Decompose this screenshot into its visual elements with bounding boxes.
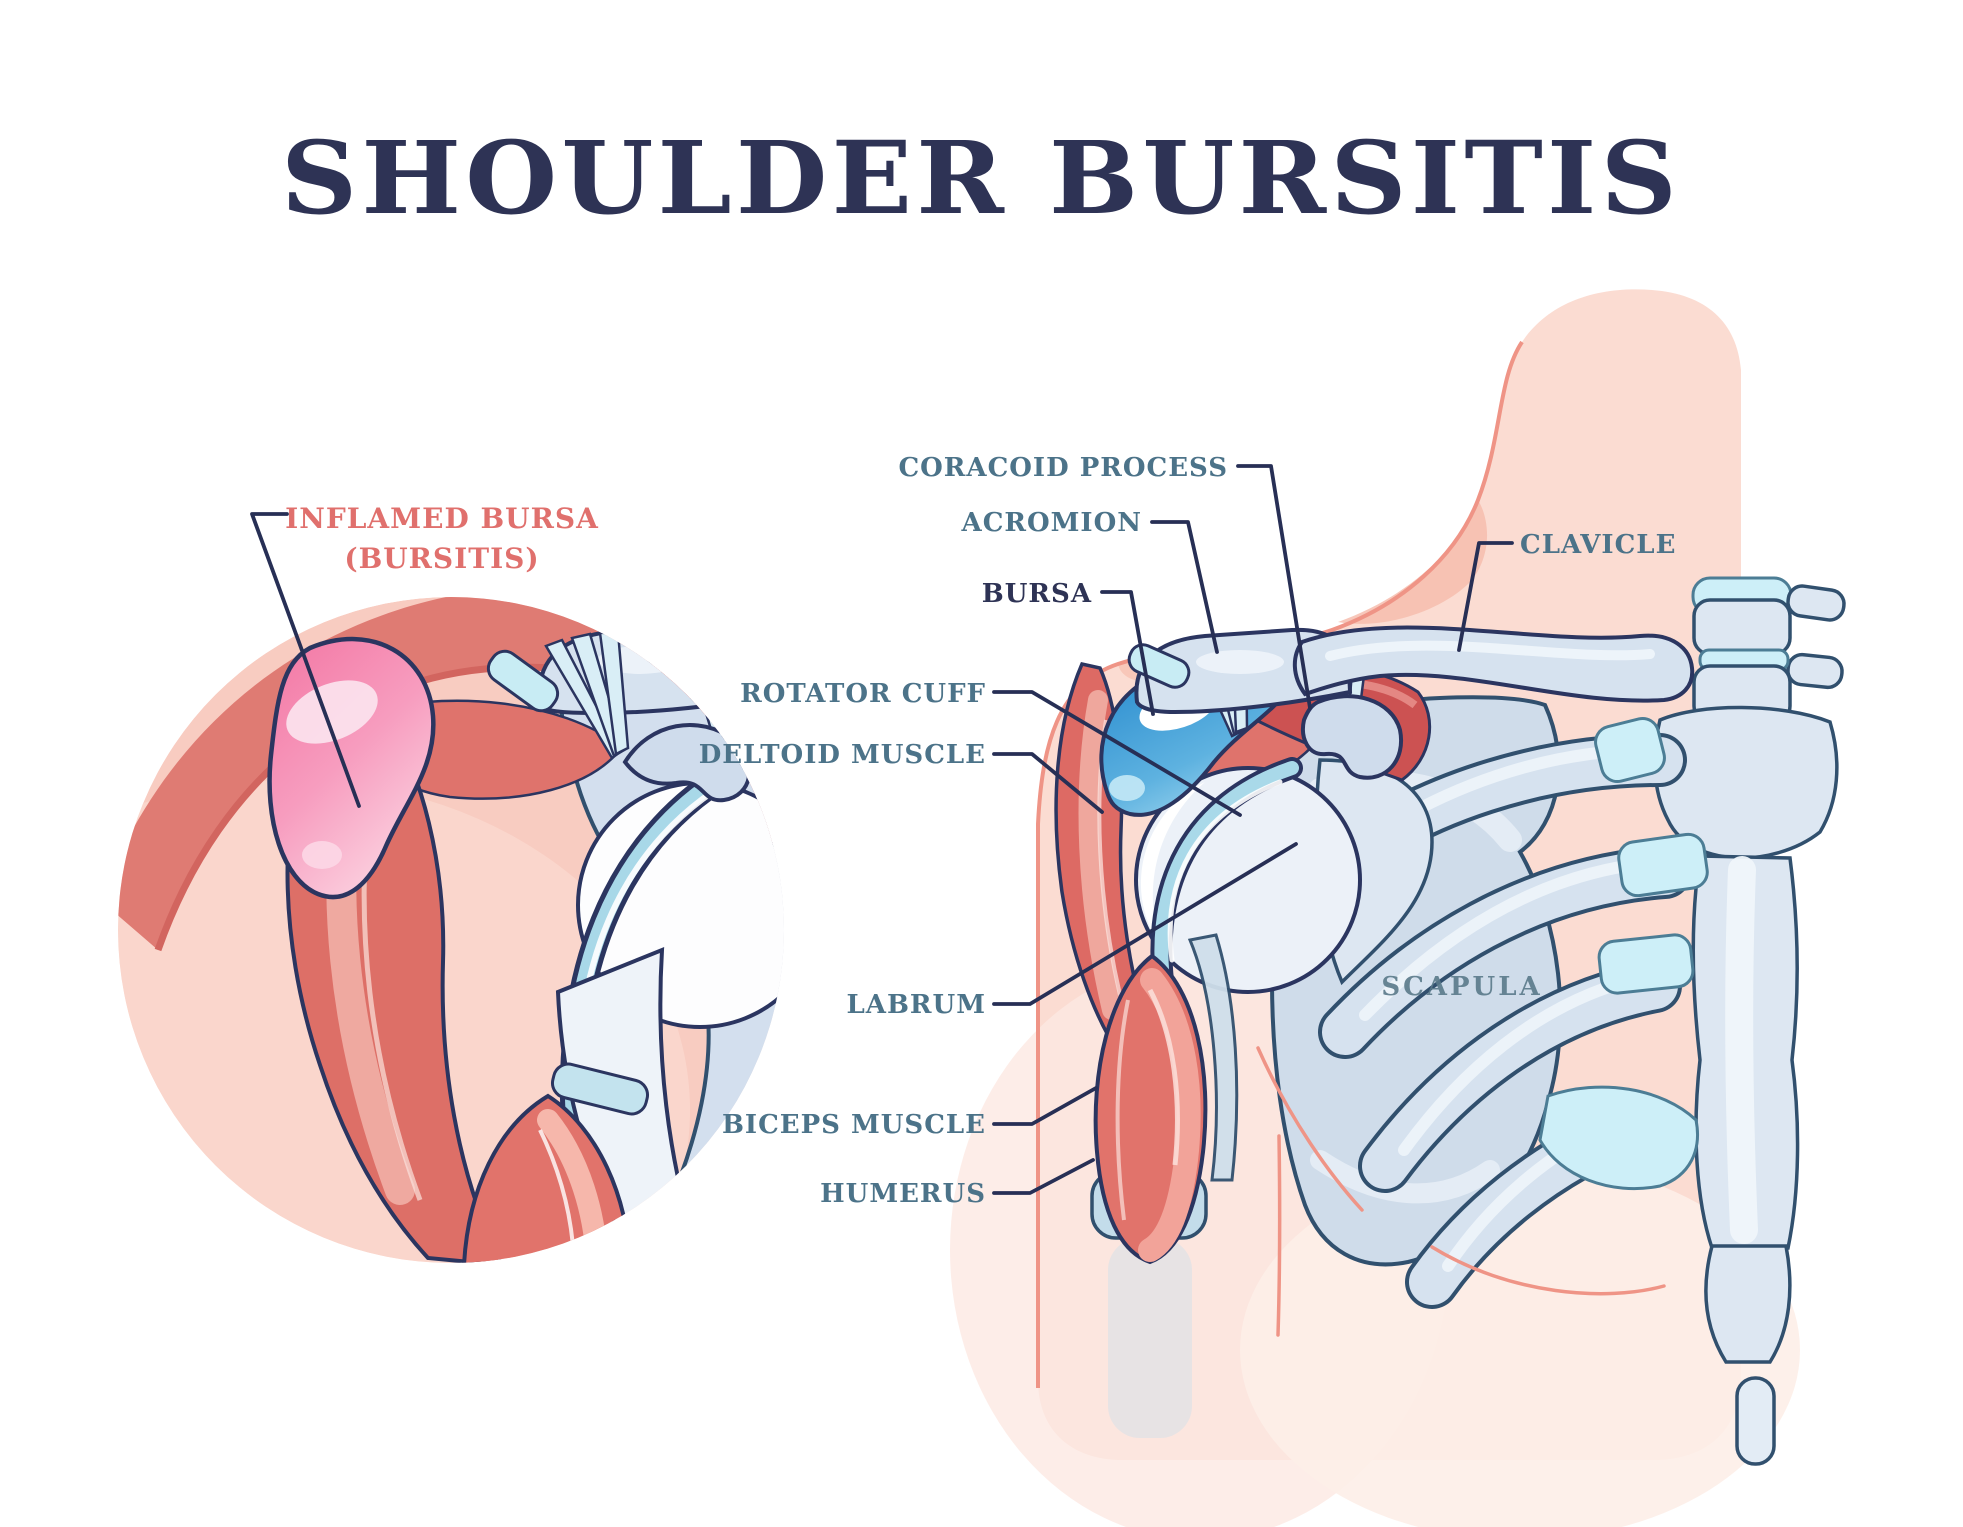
deltoid-muscle-leader-line — [992, 752, 1104, 814]
acromion-leader-line — [1150, 520, 1219, 654]
neck-shade — [1338, 500, 1488, 624]
biceps-streak-1 — [1147, 988, 1180, 1166]
bursa-glow — [1109, 775, 1145, 801]
labrum-band — [1154, 761, 1299, 1003]
inflamed-bursa-label-line1: INFLAMED BURSA — [285, 502, 599, 535]
glenoid-crescent — [1140, 782, 1205, 950]
rib-cartilage-3 — [1597, 933, 1695, 995]
shoulder-joint — [1054, 625, 1695, 1055]
vertebra-wing-2 — [1786, 652, 1844, 690]
rib-cartilage-4 — [1538, 1085, 1699, 1191]
upper-arm — [1090, 933, 1239, 1438]
labrum-leader-line — [992, 842, 1298, 1006]
acromion-label: ACROMION — [961, 508, 1142, 538]
inset-inflamed-bursa-glow — [302, 841, 342, 869]
bursa-label: BURSA — [982, 579, 1092, 609]
scapula-label: SCAPULA — [1381, 972, 1542, 1002]
rib-cartilage-1 — [1594, 716, 1666, 784]
rib-cartilage-2 — [1617, 832, 1709, 898]
biceps-muscle-leader-line — [992, 1086, 1098, 1126]
biceps-streak-2 — [1115, 999, 1130, 1221]
scapula-highlight-2 — [1310, 1150, 1500, 1204]
labrum-label: LABRUM — [847, 990, 987, 1020]
armpit-crease-2 — [1276, 1134, 1282, 1337]
clavicle-highlight — [1325, 640, 1655, 661]
coracoid-process-leader-line — [1236, 464, 1312, 710]
biceps-inner — [1138, 968, 1201, 1262]
bursa-leader-line — [1100, 590, 1155, 716]
vertebra-wing-1 — [1786, 584, 1846, 622]
inset-callout-leader-line — [250, 512, 361, 808]
biceps-muscle-label: BICEPS MUSCLE — [722, 1110, 986, 1140]
page-title: SHOULDER BURSITIS — [281, 119, 1681, 237]
rib-cage — [1313, 716, 1709, 1309]
spine-highlight — [1725, 856, 1758, 1244]
spine-tail — [1735, 1376, 1776, 1466]
inset-coracoid-bone — [622, 723, 752, 803]
inset-illustration: INFLAMED BURSA (BURSITIS) — [118, 502, 784, 1263]
spine — [1653, 576, 1846, 1466]
inset-ligament-strip — [486, 649, 560, 713]
humerus-label: HUMERUS — [820, 1179, 986, 1209]
coracoid-process-label: CORACOID PROCESS — [898, 453, 1228, 483]
inset-tendon-sheath — [550, 1062, 650, 1116]
humerus-leader-line — [992, 1158, 1095, 1195]
humerus-bone — [1108, 1238, 1192, 1438]
biceps-tendon-band — [1187, 933, 1239, 1182]
clavicle-leader-line — [1457, 541, 1514, 652]
inflamed-bursa-label-line2: (BURSITIS) — [344, 542, 539, 575]
deltoid-inner — [1078, 690, 1122, 1020]
labrum-sheen — [1167, 779, 1283, 963]
inset-inflamed-bursa-highlight — [286, 680, 378, 744]
sacrum — [1704, 1244, 1792, 1364]
back-crease — [1430, 1245, 1666, 1296]
rib-2 — [1318, 845, 1692, 1059]
armpit-crease-1 — [1256, 1046, 1364, 1212]
clavicle-label: CLAVICLE — [1520, 530, 1676, 560]
coracoid-process-bone — [1301, 694, 1404, 780]
vertebra-body-1 — [1692, 598, 1792, 656]
vertebra-broad-segment — [1653, 705, 1839, 860]
shoulder-anatomy-figure: CORACOID PROCESS ACROMION BURSA ROTATOR … — [699, 289, 1846, 1527]
acromion-highlight — [1196, 650, 1284, 674]
inset-light-shade — [118, 780, 690, 1263]
rotator-cuff-leader-line — [992, 690, 1242, 817]
rotator-cuff-label: ROTATOR CUFF — [740, 679, 986, 709]
deltoid-muscle-label: DELTOID MUSCLE — [699, 740, 986, 770]
